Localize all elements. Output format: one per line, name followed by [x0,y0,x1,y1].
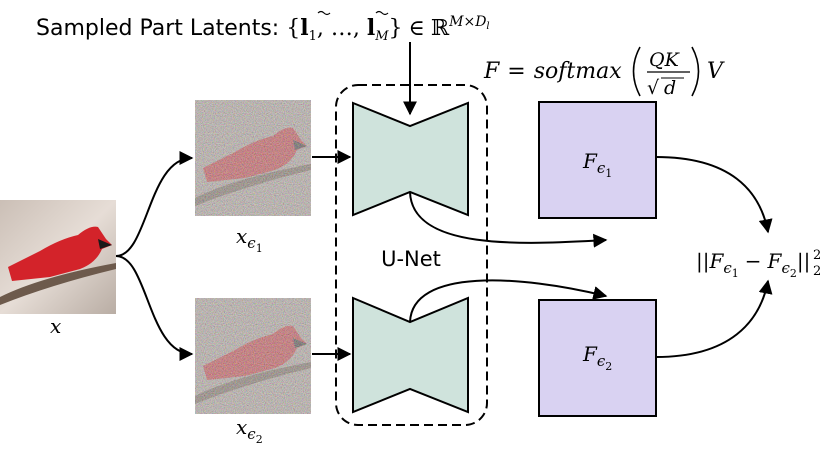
title-sup-l: l [486,21,489,32]
formula-lhs: F [483,59,500,84]
title-latent-l1: l [300,15,308,41]
feature-label-2: Fϵ2 [582,342,612,373]
formula-paren-right [691,46,700,97]
input-label: x [50,314,61,338]
title-reals: ℝ [431,16,450,41]
unet-label: U-Net [381,247,441,271]
formula-paren-left [632,46,641,97]
feature-label-1: Fϵ1 [582,149,612,180]
unet-container [335,84,488,426]
formula-den: d [664,77,676,99]
unet-to-feature-arrow-2 [409,279,608,323]
unet-block-1 [352,101,469,217]
title-set-close: } [389,16,403,41]
loss-sup-2: 2 [813,248,821,263]
tilde-lM [375,10,389,16]
loss-sub-2: 2 [813,264,821,279]
noisy-label-2: xϵ2 [236,415,263,446]
noisy-image-1 [195,100,311,216]
formula-num: QK [649,49,681,71]
title-sub-1: 1 [309,29,317,44]
attention-formula: F = softmax QK √ d V [483,46,725,99]
input-image [0,200,116,314]
tilde-l1 [317,10,331,16]
formula-eq: = [507,59,525,84]
feature-box-2 [538,299,657,417]
noisy-image-2 [195,298,311,414]
title-prefix: Sampled Part Latents: [36,16,286,41]
branch-arrow-top [115,151,194,257]
title-sup-D: D [474,14,486,30]
title-set-open: { [286,16,300,41]
formula-fn: softmax [534,59,622,84]
title-mid: , …, [317,16,367,41]
title-sub-M: M [374,29,389,44]
formula-sqrt: √ [647,77,660,99]
title-sup-times: × [463,14,475,30]
branch-arrow-bottom [115,255,194,361]
noisy-label-1: xϵ1 [236,224,263,255]
loss-expression: ||Fϵ1−Fϵ2|| [696,249,810,280]
feature-to-loss-arrow-2 [655,279,773,358]
feature-to-loss-arrow-1 [655,156,773,234]
formula-rhs: V [707,59,725,84]
title-sup-M: M [448,14,464,30]
unet-to-feature-arrow-1 [409,191,608,248]
title-latent-lM: l [367,15,375,41]
title-in: ∈ [409,16,425,41]
feature-box-1 [538,101,657,219]
title-line: Sampled Part Latents: {l1, …, lM}∈ℝM×Dl [36,14,490,44]
svg-text:F=softmax: F = softmax [483,59,622,84]
